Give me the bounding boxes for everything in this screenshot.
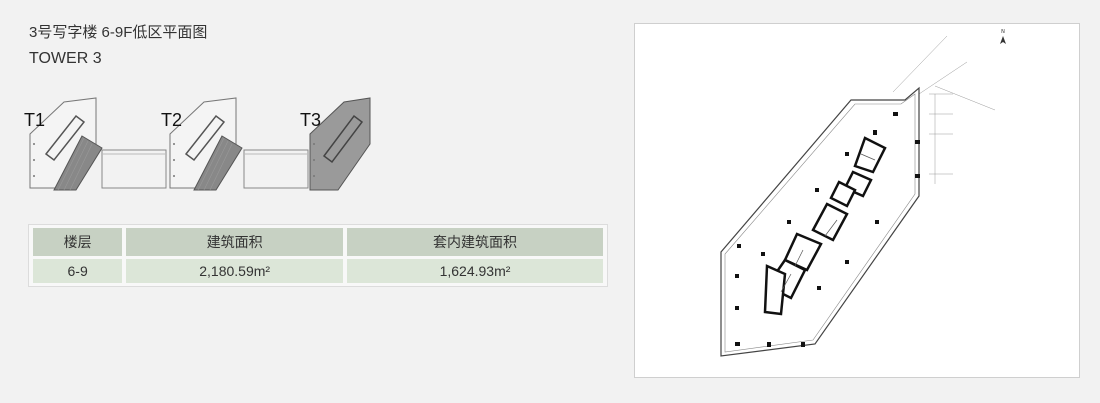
tower-t2-shape [169, 97, 243, 191]
table-header-row: 楼层 建筑面积 套内建筑面积 [33, 228, 603, 256]
floor-plan-drawing: N [720, 29, 1006, 357]
podium-link-1 [101, 149, 167, 189]
tower-label-t1[interactable]: T1 [24, 110, 46, 130]
area-table: 楼层 建筑面积 套内建筑面积 6-9 2,180.59m² 1,624.93m² [28, 224, 608, 287]
tower-keyplan: T1 T2 T3 [24, 94, 374, 198]
north-label: N [1001, 29, 1005, 35]
keyplan-drawing [29, 97, 371, 191]
header-net-area: 套内建筑面积 [347, 228, 603, 256]
cell-gross-area: 2,180.59m² [126, 259, 344, 283]
floor-plan-panel: N [634, 23, 1080, 378]
page-title: 3号写字楼 6-9F低区平面图 TOWER 3 [29, 22, 207, 70]
cell-floor: 6-9 [33, 259, 123, 283]
header-gross-area: 建筑面积 [126, 228, 344, 256]
tower-t3-shape [309, 97, 371, 191]
tower-subtitle: TOWER 3 [29, 50, 102, 67]
tower-label-t2[interactable]: T2 [161, 110, 183, 130]
podium-link-2 [243, 149, 309, 189]
cell-net-area: 1,624.93m² [347, 259, 603, 283]
floor-title: 3号写字楼 6-9F低区平面图 [29, 24, 208, 41]
tower-label-t3[interactable]: T3 [300, 110, 322, 130]
tower-t1-shape [29, 97, 103, 191]
north-arrow-icon: N [1000, 29, 1006, 44]
table-row: 6-9 2,180.59m² 1,624.93m² [33, 259, 603, 283]
header-floor: 楼层 [33, 228, 123, 256]
